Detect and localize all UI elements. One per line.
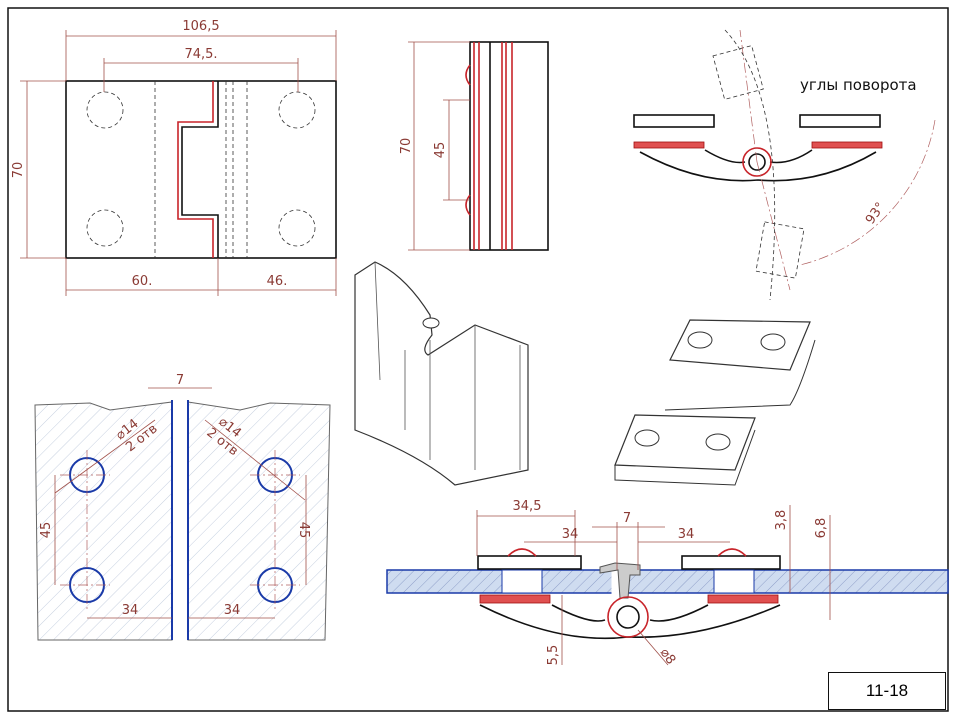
dim-hole-spacing: 74,5. [184,47,217,62]
side-dim-hole-spacing: 45 [433,142,448,159]
cutout-gap: 7 [176,373,184,388]
dim-height: 70 [11,162,26,179]
dim-left-leaf: 60. [132,274,153,289]
section-plate-width: 34,5 [513,499,542,514]
cutout-edge-right: 34 [224,603,241,618]
section-left-offset: 34 [562,527,579,542]
cutout-vertical-left: 45 [39,522,54,539]
isometric-view-closed [354,261,529,486]
sheet-number: 11-18 [828,672,946,710]
sheet-frame [7,7,949,712]
section-plate-thickness: 3,8 [774,510,789,531]
section-pin-diameter: ⌀8 [657,646,679,668]
front-view: 106,5 74,5. 70 60. 46. [11,19,337,296]
side-dim-height: 70 [399,138,414,155]
section-gap: 7 [623,511,631,526]
section-glass-thickness: 6,8 [814,518,829,539]
section-hinge-depth: 5,5 [546,645,561,666]
cutout-vertical-right: 45 [296,522,311,539]
rotation-caption: углы поворота [800,76,917,94]
dim-overall-width: 106,5 [182,19,219,34]
section-view: 34,5 34 7 34 3,8 6,8 5,5 ⌀8 [386,499,949,668]
cutout-edge-left: 34 [122,603,139,618]
glass-cutout-view: 7 ⌀14 2 отв ⌀14 2 отв 45 45 34 34 [34,373,331,641]
rotation-angle: 93° [863,200,889,227]
isometric-view-open [614,319,816,486]
dim-right-leaf: 46. [267,274,288,289]
side-view: 70 45 [399,41,549,251]
section-right-offset: 34 [678,527,695,542]
rotation-view: углы поворота 93° [633,29,936,301]
